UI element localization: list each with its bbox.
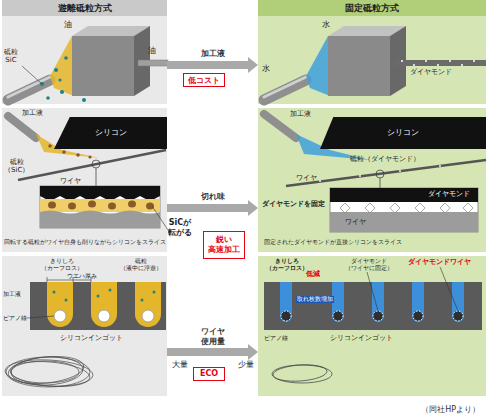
text-label: 水 — [262, 64, 270, 74]
text-label: 固定されたダイヤモンドが直接シリコンをスライス — [264, 238, 402, 245]
text-label: ワイヤ — [60, 177, 81, 185]
transition-arrow — [167, 57, 258, 73]
box-text: 鋭い 高速加工 — [204, 235, 244, 254]
merit-box: 低コスト — [183, 73, 225, 87]
text-label: ピアノ線 — [264, 334, 288, 341]
text-label: シリコンインゴット — [60, 334, 123, 342]
text-label: 大量 — [172, 360, 188, 370]
transition-arrow — [167, 344, 258, 360]
text-label: シリコンインゴット — [330, 334, 393, 342]
arrow-label: ワイヤ 使用量 — [201, 327, 225, 346]
text-label: ピアノ線 — [3, 314, 27, 321]
text-label: ダイヤモンド — [428, 190, 470, 198]
text-label: 加工液 — [22, 109, 43, 117]
arrow-label: 加工液 — [201, 49, 225, 59]
silicon-block: シリコン — [54, 117, 167, 149]
text-label: 取れ枚数増加 — [296, 296, 334, 303]
source-caption: （同社HPより） — [421, 404, 480, 415]
text-label: 砥粒 SiC — [4, 48, 18, 65]
text-label: 加工液 — [3, 290, 21, 297]
text-label: 加工液 — [290, 110, 311, 118]
box-text: 低コスト — [188, 76, 220, 85]
text-label: ダイヤモンドワイヤ — [408, 258, 471, 266]
arrow-label: 切れ味 — [201, 192, 225, 202]
merit-box: ECO — [193, 367, 225, 381]
panel-heading: 固定砥粒方式 — [258, 0, 486, 16]
text-label: 砥粒（ダイヤモンド） — [350, 155, 420, 163]
text-label: ウエハ厚み — [67, 272, 97, 279]
text-label: 油 — [64, 20, 72, 30]
box-text: ECO — [200, 369, 218, 379]
text-label: きりしろ （カーフロス） — [266, 258, 308, 271]
box-text: シリコン — [95, 128, 127, 138]
text-label: ダイヤモンド — [410, 68, 452, 76]
text-label: 回転する砥粒がワイヤ自身も削りながらシリコンをスライス — [4, 238, 166, 245]
text-label: 少量 — [238, 360, 254, 370]
merit-box: 鋭い 高速加工 — [203, 231, 245, 259]
text-label: 砥粒 （液中に浮遊） — [120, 258, 162, 271]
text-label: SiCが 転がる — [168, 218, 192, 237]
text-label: 低減 — [306, 270, 320, 278]
text-label: 水 — [322, 20, 330, 30]
text-label: ワイヤ — [296, 174, 317, 182]
silicon-block: シリコン — [320, 117, 486, 149]
text-label: 砥粒 （SiC） — [4, 158, 29, 175]
text-label: 油 — [148, 46, 156, 56]
transition-arrow — [167, 200, 258, 216]
box-text: シリコン — [387, 128, 419, 138]
text-label: ダイヤモンド （ワイヤに固定） — [345, 258, 393, 271]
text-label: ダイヤモンドを固定 — [262, 200, 325, 208]
panel-heading: 遊離砥粒方式 — [2, 0, 167, 16]
text-label: きりしろ （カーフロス） — [41, 258, 83, 271]
text-label: ワイヤ — [345, 218, 366, 226]
